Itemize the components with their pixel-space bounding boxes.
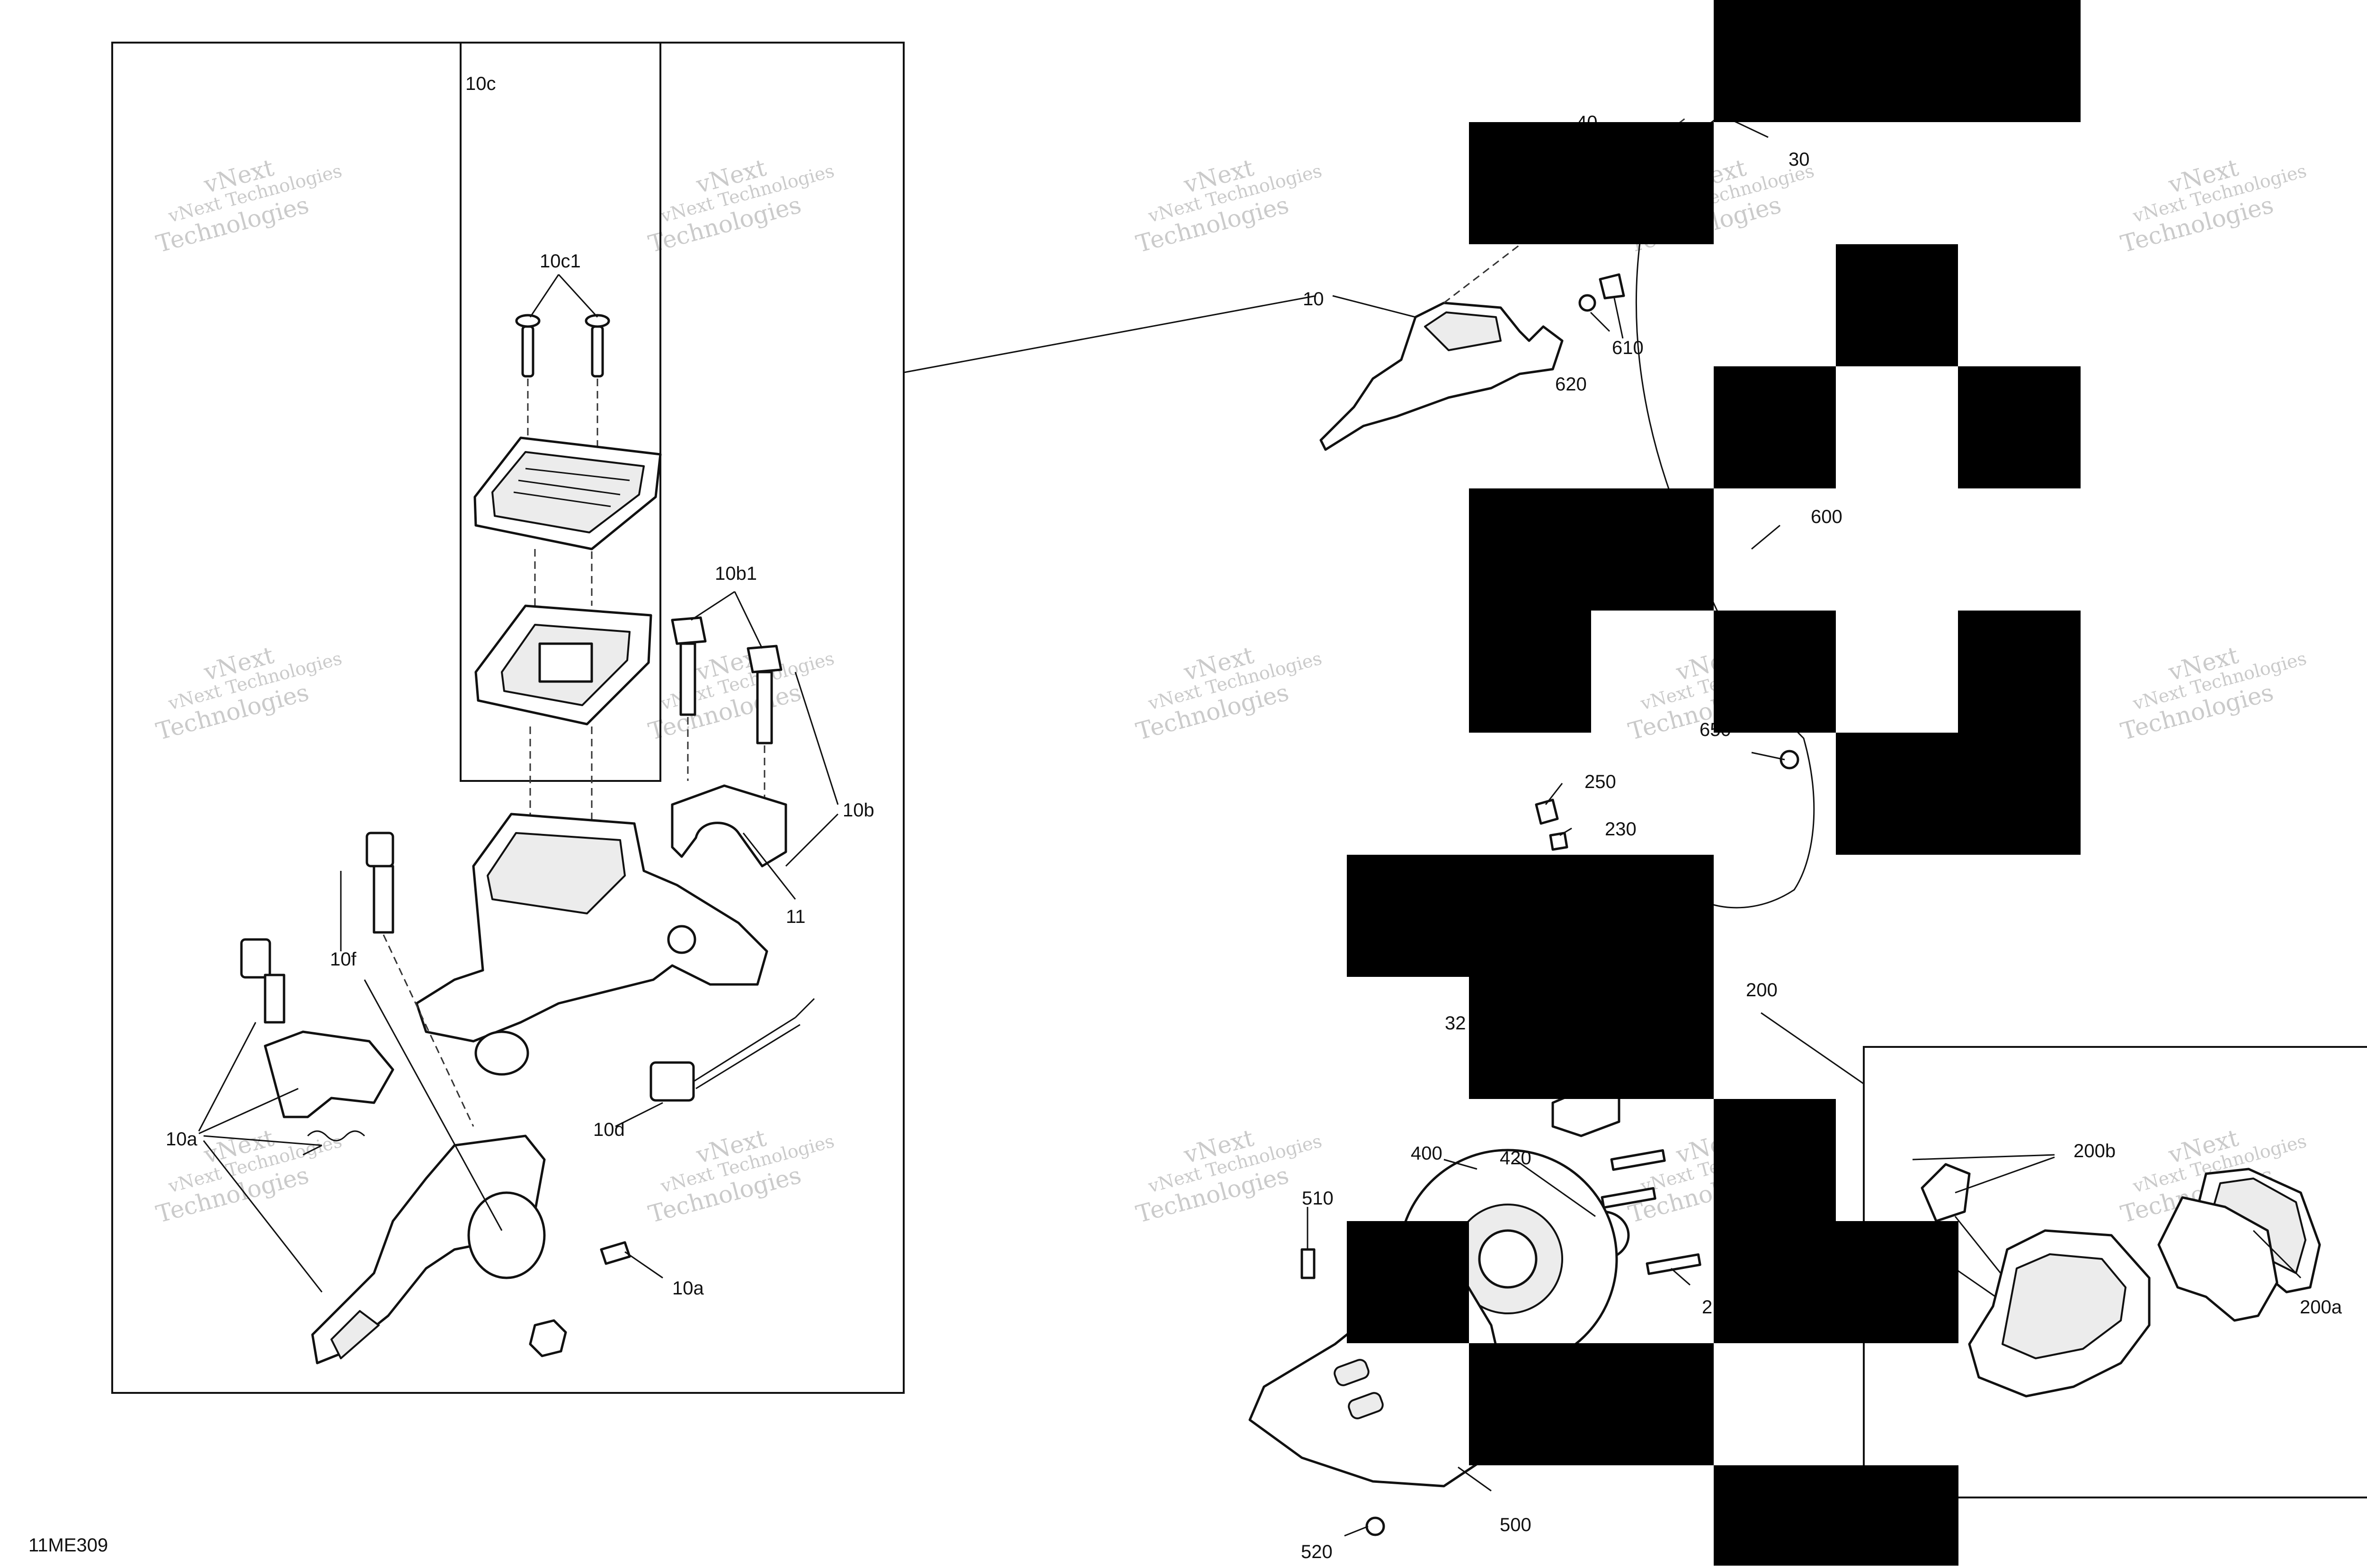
callout-10c: 10c	[465, 73, 496, 94]
callout-230: 230	[1605, 819, 1637, 840]
redaction-overlay	[1347, 0, 2081, 1566]
reservoir-cap	[473, 436, 662, 550]
washer-620	[1578, 294, 1596, 312]
callout-30: 30	[1789, 149, 1810, 170]
callout-520: 520	[1301, 1541, 1333, 1562]
nut-520	[1365, 1516, 1385, 1536]
callout-10d: 10d	[593, 1119, 625, 1140]
screw-10c1-right	[585, 314, 610, 378]
callout-11: 11	[786, 906, 806, 927]
redaction-block	[1958, 366, 2081, 488]
redaction-block	[1836, 244, 1958, 366]
redaction-block	[1714, 1465, 1958, 1566]
bolt-650	[1780, 750, 1799, 770]
redaction-block	[1958, 611, 2081, 733]
redaction-block	[1714, 366, 1836, 488]
brake-caliper	[1968, 1229, 2151, 1398]
brake-light-switch-10d	[650, 998, 815, 1102]
caliper-bolt-2	[1601, 1187, 1656, 1209]
callout-10b1: 10b1	[715, 563, 757, 584]
callout-600: 600	[1811, 506, 1842, 527]
callout-400: 400	[1411, 1143, 1442, 1164]
callout-250: 250	[1584, 771, 1616, 792]
pivot-bolt-10f	[365, 832, 394, 934]
redaction-block	[1469, 977, 1714, 1099]
callout-10a-right: 10a	[672, 1278, 704, 1299]
bolt-10b1-left	[671, 616, 707, 716]
redaction-block	[1347, 855, 1714, 977]
reservoir-diaphragm	[474, 604, 652, 726]
drawing-id: 11ME309	[28, 1535, 108, 1556]
callout-200: 200	[1746, 980, 1778, 1001]
callout-200a: 200a	[2300, 1297, 2342, 1318]
redaction-block	[1347, 1221, 1469, 1343]
caliper-bolt-3	[1646, 1253, 1701, 1275]
detail-frame-10c	[460, 42, 661, 782]
fitting-230	[1549, 832, 1568, 851]
callout-10c1: 10c1	[540, 251, 581, 272]
callout-10f: 10f	[330, 949, 356, 970]
brake-lever	[311, 1134, 546, 1364]
callout-32: 32	[1445, 1013, 1466, 1034]
redaction-block	[1714, 611, 1836, 733]
master-cylinder-assembly-10	[1319, 301, 1564, 451]
callout-610: 610	[1612, 337, 1644, 358]
redaction-block	[1469, 488, 1714, 611]
brake-pad-200a-front	[2157, 1196, 2278, 1322]
bolt-10a	[240, 938, 285, 1024]
redaction-block	[1714, 0, 2081, 122]
callout-10b: 10b	[843, 800, 874, 821]
bolt-10b1-right	[747, 645, 783, 744]
redaction-block	[1714, 1099, 1836, 1221]
caliper-bolt	[1610, 1149, 1666, 1171]
callout-2: 2	[1702, 1297, 1712, 1318]
nut	[529, 1319, 567, 1357]
screw-10c1-left	[515, 314, 541, 378]
callout-620: 620	[1555, 374, 1587, 395]
return-spring	[303, 1130, 365, 1156]
bracket-610	[1599, 273, 1625, 300]
redaction-block	[1469, 1343, 1714, 1465]
callout-10a-left: 10a	[166, 1129, 197, 1150]
lever-bracket	[264, 1030, 394, 1118]
redaction-block	[1469, 611, 1591, 733]
callout-510: 510	[1302, 1188, 1334, 1209]
redaction-block	[1714, 1221, 1958, 1343]
master-cylinder-body	[415, 813, 768, 1076]
clip-10a	[600, 1241, 631, 1265]
pad-spring-200b	[1921, 1163, 1971, 1223]
callout-420: 420	[1500, 1148, 1531, 1169]
screw-510	[1300, 1248, 1316, 1279]
callout-10: 10	[1303, 289, 1324, 310]
handlebar-clamp-11	[671, 784, 787, 868]
callout-200b: 200b	[2073, 1141, 2116, 1161]
detail-connector-line	[903, 295, 1317, 373]
redaction-block	[1469, 122, 1714, 244]
redaction-block	[1836, 733, 2081, 855]
callout-500: 500	[1500, 1515, 1531, 1535]
